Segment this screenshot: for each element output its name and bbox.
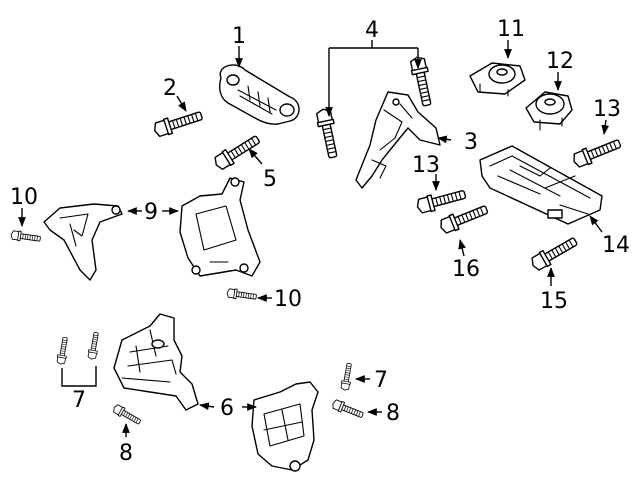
callout-11: 11: [497, 17, 525, 42]
part-8-bolt-right: [330, 398, 365, 421]
part-6-mount-right: [251, 381, 319, 472]
callout-7-right: 7: [374, 368, 388, 393]
part-2-bolt: [151, 107, 205, 139]
part-1-torque-rod: [219, 64, 300, 125]
part-12-mount: [525, 91, 573, 131]
callout-5: 5: [263, 167, 277, 192]
part-8-bolt-left: [111, 402, 143, 427]
callout-7-left: 7: [72, 388, 86, 413]
callout-4: 4: [365, 18, 379, 43]
part-4-bolt-right: [408, 54, 436, 108]
part-9-bracket-right: [179, 177, 261, 277]
callout-8-right: 8: [386, 401, 400, 426]
callout-16: 16: [452, 257, 480, 282]
callout-15: 15: [540, 289, 568, 314]
part-11-mount: [469, 62, 526, 97]
leader-7-bracket: [61, 366, 97, 387]
part-9-bracket-left: [43, 203, 123, 281]
part-6-mount-left: [113, 313, 199, 411]
part-5-bolt: [211, 131, 263, 173]
leader-5: [248, 148, 263, 165]
leader-13-right: [601, 119, 610, 135]
leader-6-left: [199, 402, 215, 411]
callout-2: 2: [163, 76, 177, 101]
callout-9: 9: [144, 200, 158, 225]
part-10-bolt-lower: [225, 287, 258, 303]
callout-12: 12: [546, 49, 574, 74]
part-14-crossmember: [479, 145, 603, 225]
part-4-bolt-left: [314, 106, 342, 160]
callout-3: 3: [464, 130, 478, 155]
leader-lines: [18, 40, 610, 437]
part-7-bolt-right: [339, 362, 354, 392]
leader-14: [589, 215, 603, 233]
part-3-bracket: [355, 91, 441, 189]
callout-13-right: 13: [593, 97, 621, 122]
callout-10-left: 10: [10, 185, 38, 210]
callout-14: 14: [602, 233, 630, 258]
leader-3: [437, 135, 452, 144]
callout-numbers: 1 2 3 4 5 6 7 7 8 8 9 10 10 11 12 13 13 …: [10, 17, 630, 466]
leader-2: [176, 95, 187, 112]
part-13-bolt-right: [570, 135, 624, 170]
callout-6: 6: [220, 396, 234, 421]
callout-8-left: 8: [119, 441, 133, 466]
callout-10-lower: 10: [274, 287, 302, 312]
callout-1: 1: [232, 24, 246, 49]
part-16-bolt: [437, 201, 491, 236]
part-10-bolt-left: [9, 229, 42, 245]
part-15-bolt: [528, 233, 581, 274]
callout-13-center: 13: [412, 153, 440, 178]
leader-16: [458, 239, 466, 257]
part-7-bolt-left-b: [86, 331, 101, 361]
part-13-bolt-center: [414, 185, 468, 216]
part-7-bolt-left-a: [55, 336, 70, 366]
